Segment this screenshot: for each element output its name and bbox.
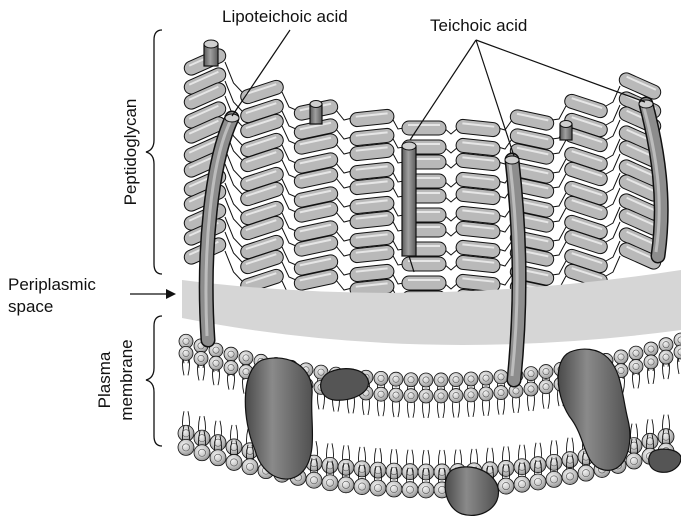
phospholipid [389,388,403,417]
phospholipid [524,382,538,411]
phospholipid [658,415,674,445]
phospholipid [674,345,681,374]
phospholipid [642,419,658,449]
lipoteichoic-acid-molecule [505,156,519,380]
glycan-strand-unit [455,119,500,138]
phospholipid [374,387,388,416]
plasma-membrane-bracket [146,316,162,446]
peptidoglycan-label: Peptidoglycan [121,99,140,206]
phospholipid [402,450,418,480]
phospholipid [322,443,338,473]
teichoic-acid-molecule [402,142,416,272]
teichoic-acid-label: Teichoic acid [430,16,527,35]
phospholipid [629,359,643,388]
glycan-strands [182,47,663,308]
phospholipid [546,440,562,470]
phospholipid [539,380,553,409]
phospholipid [419,389,433,418]
phospholipid [514,445,530,475]
plasma-membrane-label-line1: Plasma [95,351,114,408]
phospholipid [209,356,223,385]
glycan-strand-unit [509,109,555,132]
membrane-protein [649,449,681,472]
glycan-strand-unit [349,109,394,128]
phospholipid [464,388,478,417]
plasma-membrane-label-line2: membrane [117,339,136,420]
glycan-strand-unit [402,276,446,290]
phospholipid [449,389,463,418]
phospholipid [178,411,194,441]
periplasmic-arrow [130,289,176,299]
phospholipid [179,346,193,375]
phospholipid [562,438,578,468]
phospholipid [354,447,370,477]
phospholipid [338,445,354,475]
glycan-strand-unit [402,257,446,271]
phospholipid [418,450,434,480]
lipoteichoic-acid-label: Lipoteichoic acid [222,7,348,26]
periplasmic-space-label-line2: space [8,297,53,316]
periplasmic-space-label-line1: Periplasmic [8,275,96,294]
phospholipid [226,425,242,455]
teichoic-leader-2 [476,40,514,156]
phospholipid [494,386,508,415]
peptidoglycan-layer [182,47,663,308]
phospholipid [194,416,210,446]
phospholipid [194,351,208,380]
phospholipid [530,443,546,473]
peptidoglycan-bracket [146,30,162,274]
phospholipid [659,350,673,379]
phospholipid [210,421,226,451]
phospholipid [404,389,418,418]
phospholipid [644,355,658,384]
phospholipid [370,448,386,478]
phospholipid [509,384,523,413]
phospholipid [498,446,514,476]
phospholipid [479,387,493,416]
teichoic-leader-3 [476,40,645,102]
glycan-strand-unit [402,121,446,135]
phospholipid [224,361,238,390]
phospholipid [386,449,402,479]
phospholipid [434,389,448,418]
